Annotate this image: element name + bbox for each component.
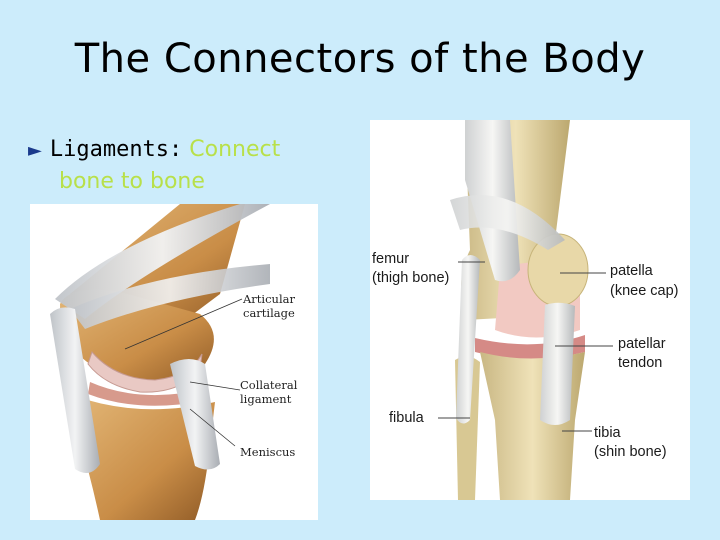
label-patella-1: patella [610, 263, 654, 279]
bullet-arrow-icon: ► [28, 140, 42, 161]
label-collateral-1: Collateral [240, 378, 298, 392]
label-collateral-2: ligament [240, 392, 292, 406]
label-patella-2: (knee cap) [610, 283, 679, 299]
bullet-ligaments: ► Ligaments: Connect bone to bone [28, 134, 328, 197]
patellar-tendon-shape [540, 303, 575, 425]
label-patellar-tendon-1: patellar [618, 336, 666, 352]
label-tibia-2: (shin bone) [594, 444, 667, 460]
label-patellar-tendon-2: tendon [618, 355, 662, 371]
patella-shape [528, 234, 588, 306]
bullet-term: Ligaments: [50, 137, 182, 162]
knee-anatomy-drawing: femur (thigh bone) patella (knee cap) pa… [370, 120, 690, 500]
slide-title: The Connectors of the Body [0, 36, 720, 82]
label-articular-2: cartilage [243, 306, 295, 320]
label-fibula: fibula [389, 410, 425, 426]
knee-cartilage-illustration: Articular cartilage Collateral ligament … [30, 204, 318, 520]
knee-cartilage-drawing: Articular cartilage Collateral ligament … [30, 204, 318, 520]
bullet-definition-2: bone to bone [28, 166, 328, 197]
label-tibia-1: tibia [594, 425, 622, 441]
label-femur-1: femur [372, 251, 409, 267]
bullet-definition-1: Connect [189, 137, 280, 162]
label-femur-2: (thigh bone) [372, 270, 449, 286]
label-articular-1: Articular [242, 292, 295, 306]
knee-anatomy-illustration: femur (thigh bone) patella (knee cap) pa… [370, 120, 690, 500]
label-meniscus: Meniscus [240, 445, 295, 459]
